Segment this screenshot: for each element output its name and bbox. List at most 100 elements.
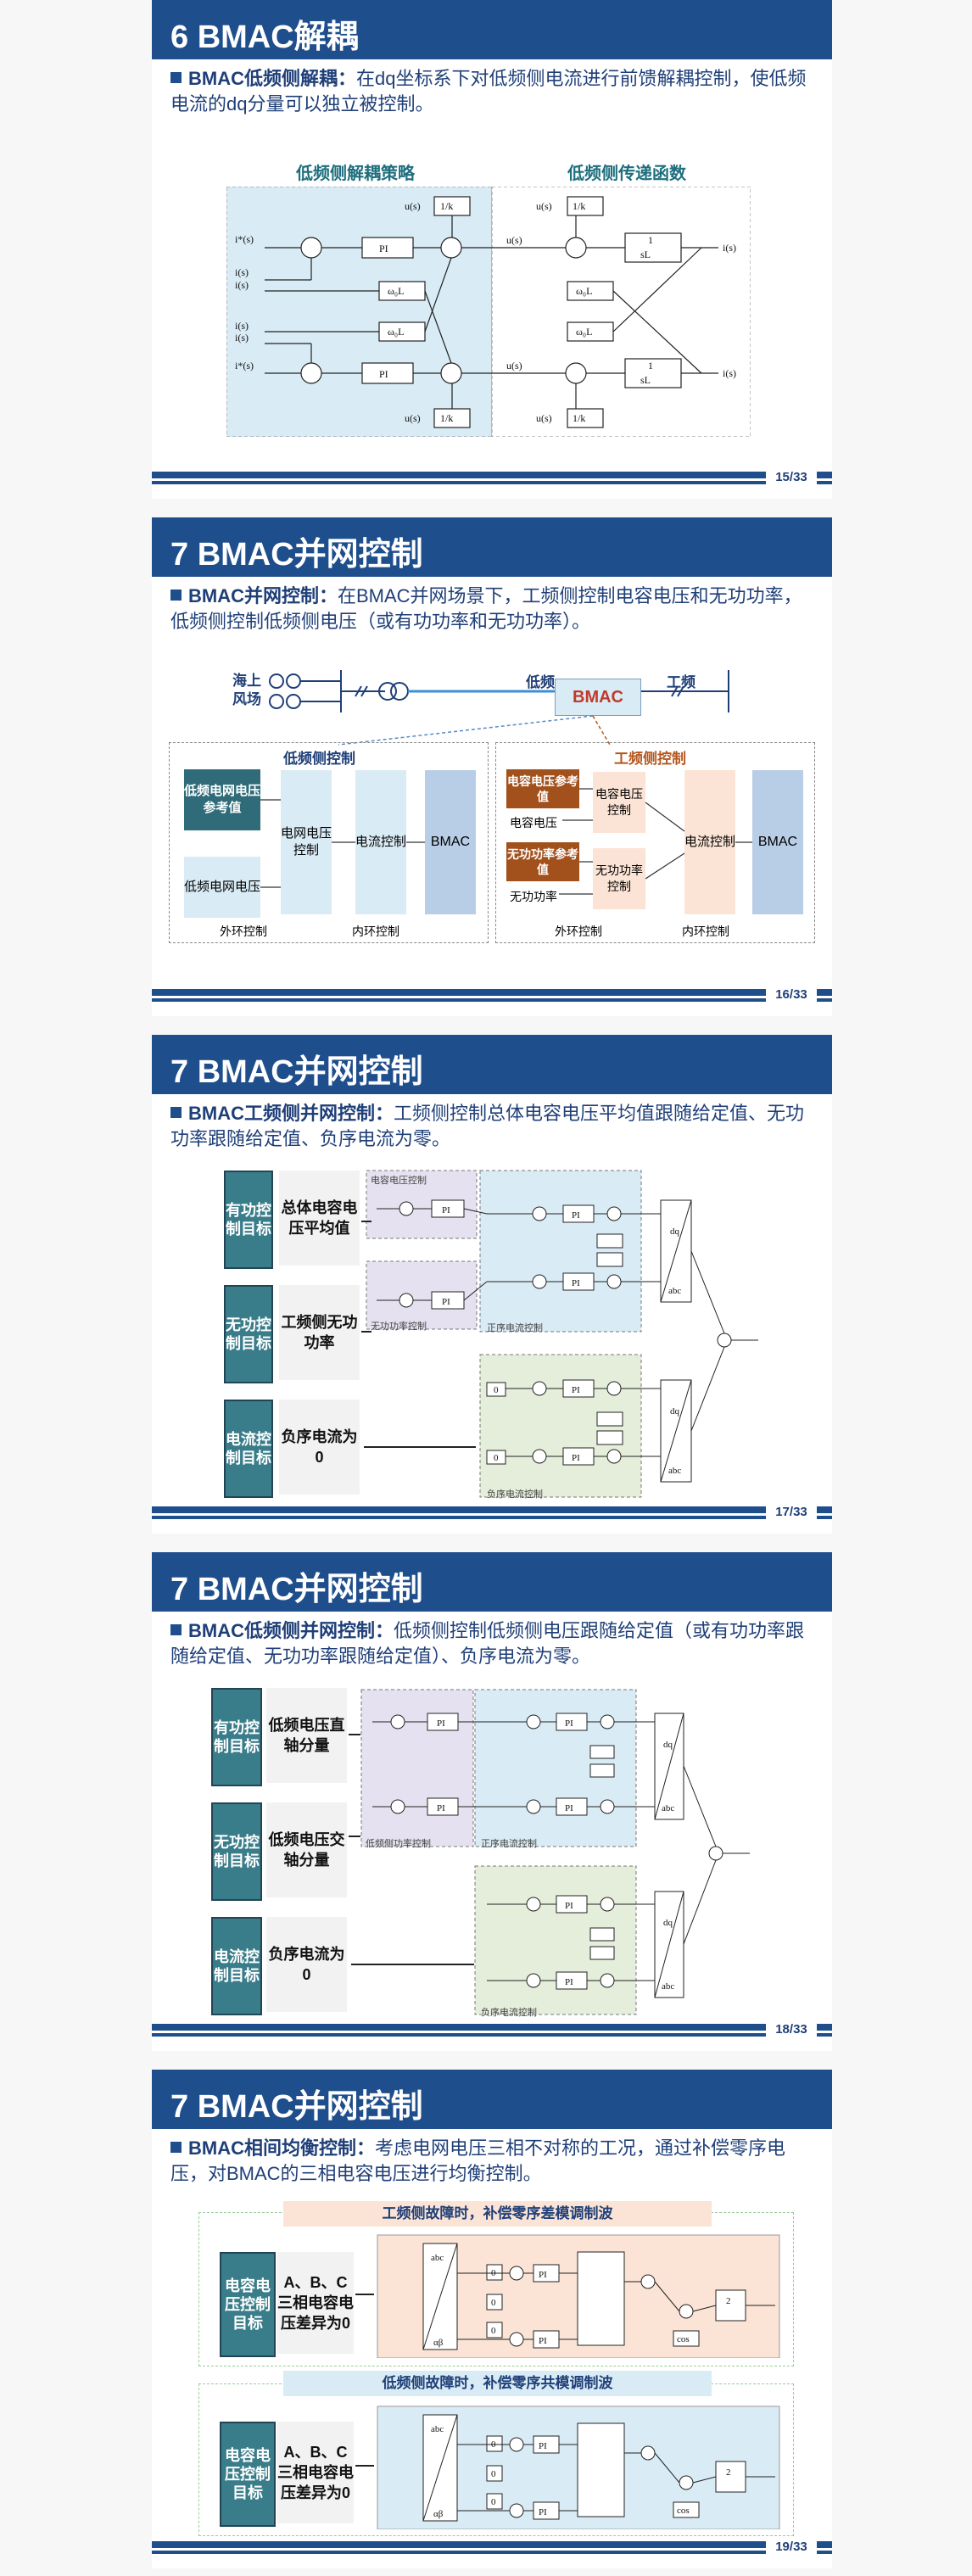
wind-farm-label: 海上风场: [232, 673, 261, 707]
goal-block: 有功控制目标: [224, 1171, 273, 1269]
footer-band: [152, 1506, 832, 1513]
slide-footer: 19/33: [152, 2538, 832, 2568]
footer-band: [152, 2541, 832, 2548]
bullet-head: BMAC相间均衡控制：: [188, 2137, 375, 2159]
slide-footer: 16/33: [152, 986, 832, 1016]
svg-text:i*(s): i*(s): [235, 360, 254, 372]
sub-label: 负序电流控制: [481, 2008, 537, 2018]
branch-arrows: [338, 715, 611, 746]
slide-header: 7 BMAC并网控制: [152, 517, 832, 577]
pf-inner-label: 内环控制: [682, 925, 729, 938]
svg-text:u(s): u(s): [536, 412, 552, 424]
svg-text:PI: PI: [539, 2270, 547, 2280]
low-ref-block: 低频电网电压参考值: [184, 769, 260, 830]
bullet-text: BMAC相间均衡控制：考虑电网电压三相不对称的工况，通过补偿零序电压，对BMAC…: [170, 2136, 815, 2187]
sub-label: 正序电流控制: [481, 1839, 537, 1849]
svg-text:abc: abc: [431, 2253, 444, 2263]
svg-text:0: 0: [491, 2298, 496, 2308]
q-ctrl-block: 无功功率控制: [593, 848, 645, 909]
svg-text:u(s): u(s): [506, 360, 522, 372]
bullet-head: BMAC低频侧解耦：: [188, 68, 356, 89]
cap-ref-block: 电容电压参考值: [506, 769, 579, 808]
bullet-body: 工频侧控制总体电容电压平均值跟随给定值、无功功率跟随给定值、负序电流为零。: [170, 1103, 805, 1149]
footer-line: [152, 2551, 832, 2554]
slide-header: 7 BMAC并网控制: [152, 1035, 832, 1094]
q-ref-block: 无功功率参考值: [506, 842, 579, 881]
slide-header: 7 BMAC并网控制: [152, 2070, 832, 2129]
current-arrow: [364, 1446, 476, 1448]
svg-text:PI: PI: [565, 1803, 573, 1813]
svg-text:PI: PI: [539, 2336, 547, 2346]
svg-text:1: 1: [648, 234, 653, 246]
svg-text:abc: abc: [668, 1286, 681, 1296]
bullet-square-icon: [170, 1107, 182, 1118]
svg-text:dq: dq: [663, 1918, 673, 1928]
left-caption: 低频侧解耦策略: [296, 165, 415, 183]
footer-line: [152, 2033, 832, 2037]
svg-text:PI: PI: [379, 243, 388, 254]
svg-text:abc: abc: [662, 1803, 674, 1813]
goal-text: 低频电压直轴分量: [266, 1688, 347, 1783]
goal-block: 有功控制目标: [211, 1688, 262, 1786]
page-number: 16/33: [766, 986, 817, 1004]
left-margin: [0, 0, 152, 2576]
svg-text:PI: PI: [572, 1278, 580, 1288]
svg-text:dq: dq: [663, 1740, 673, 1750]
cap-ctrl-block: 电容电压控制: [593, 772, 645, 833]
goal-arrows-17: [361, 1221, 371, 1333]
cap-volt-label: 电容电压: [510, 816, 557, 830]
svg-text:PI: PI: [539, 2441, 547, 2451]
goal-block: 无功控制目标: [211, 1802, 262, 1901]
svg-text:dq: dq: [670, 1227, 680, 1237]
footer-line: [152, 481, 832, 484]
slide-19: 7 BMAC并网控制 BMAC相间均衡控制：考虑电网电压三相不对称的工况，通过补…: [152, 2070, 832, 2568]
svg-text:0: 0: [494, 1453, 499, 1463]
goal-text: A、B、C三相电容电压差异为0: [277, 2422, 354, 2523]
goal-arrows-18: [349, 1734, 360, 1837]
bottom-banner: 低频侧故障时，补偿零序共模调制波: [283, 2371, 712, 2396]
svg-text:PI: PI: [565, 1718, 573, 1729]
svg-text:PI: PI: [442, 1297, 450, 1307]
bullet-body: 在BMAC并网场景下，工频侧控制电容电压和无功功率，低频侧控制低频侧电压（或有功…: [170, 585, 802, 632]
goal-text: 低频电压交轴分量: [266, 1802, 347, 1897]
sub-label: 正序电流控制: [487, 1323, 543, 1333]
low-cur-ctrl-block: 电流控制: [355, 770, 406, 914]
page-number: 18/33: [766, 2020, 817, 2039]
bullet-square-icon: [170, 72, 182, 83]
q-val-label: 无功功率: [510, 890, 557, 903]
slide-title: 7 BMAC并网控制: [170, 537, 423, 573]
svg-text:sL: sL: [640, 249, 651, 260]
pf-cur-ctrl-block: 电流控制: [684, 770, 735, 914]
bullet-body: 低频侧控制低频侧电压跟随给定值（或有功功率跟随给定值、无功功率跟随给定值）、负序…: [170, 1620, 805, 1667]
sub-label: 低频侧功率控制: [366, 1839, 431, 1849]
power-freq-label: 工频: [667, 674, 695, 690]
svg-text:PI: PI: [442, 1205, 450, 1215]
bullet-text: BMAC低频侧解耦：在dq坐标系下对低频侧电流进行前馈解耦控制，使低频电流的dq…: [170, 66, 815, 117]
svg-text:dq: dq: [670, 1406, 680, 1417]
bullet-text: BMAC低频侧并网控制：低频侧控制低频侧电压跟随给定值（或有功功率跟随给定值、无…: [170, 1618, 815, 1669]
slide-footer: 15/33: [152, 468, 832, 499]
svg-text:2: 2: [726, 2296, 731, 2306]
footer-band: [152, 2024, 832, 2031]
goal-text: A、B、C三相电容电压差异为0: [277, 2252, 354, 2354]
goal-block: 无功控制目标: [224, 1285, 273, 1383]
bullet-text: BMAC工频侧并网控制：工频侧控制总体电容电压平均值跟随给定值、无功功率跟随给定…: [170, 1101, 815, 1152]
svg-text:ω₀L: ω₀L: [576, 326, 592, 338]
single-line-diagram: [269, 670, 729, 712]
low-inner-label: 内环控制: [352, 925, 399, 938]
low-ctrl-title: 低频侧控制: [283, 751, 355, 767]
bullet-head: BMAC并网控制：: [188, 585, 338, 606]
svg-text:1/k: 1/k: [573, 200, 585, 212]
bullet-square-icon: [170, 2142, 182, 2153]
top-banner: 工频侧故障时，补偿零序差模调制波: [283, 2201, 712, 2227]
svg-text:PI: PI: [572, 1210, 580, 1221]
sub-label: 负序电流控制: [487, 1489, 543, 1500]
bullet-body: 考虑电网电压三相不对称的工况，通过补偿零序电压，对BMAC的三相电容电压进行均衡…: [170, 2137, 786, 2184]
svg-text:u(s): u(s): [405, 412, 421, 424]
grid-volt-ctrl-block: 电网电压控制: [281, 770, 332, 914]
svg-text:1/k: 1/k: [440, 412, 453, 424]
slide-title: 7 BMAC并网控制: [170, 1572, 423, 1607]
svg-text:cos: cos: [677, 2506, 690, 2516]
